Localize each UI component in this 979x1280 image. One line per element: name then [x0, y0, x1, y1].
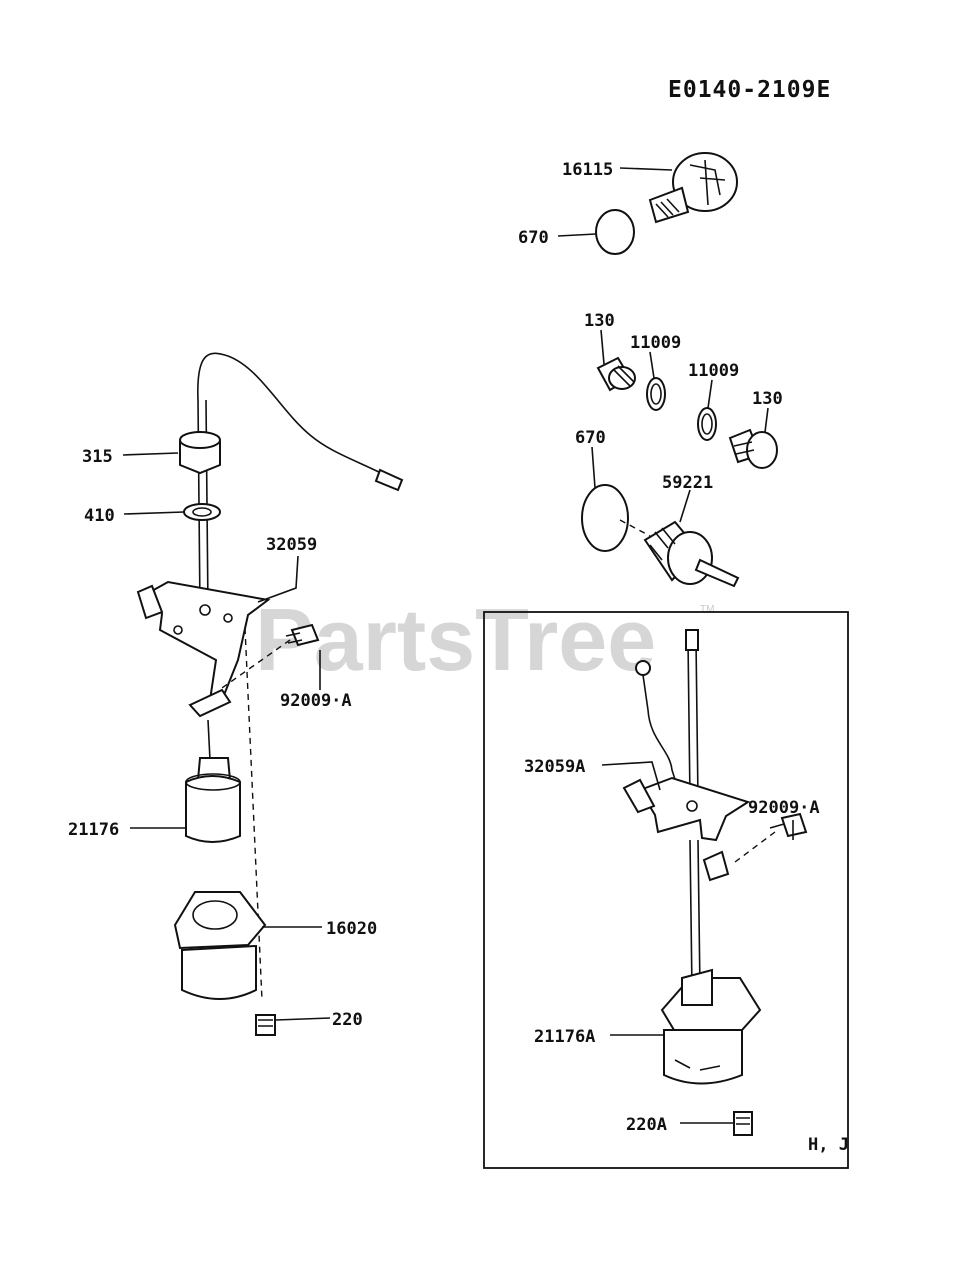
inset-sensor-rod: [635, 629, 699, 801]
callout-410: 410: [84, 506, 115, 526]
screw-220A-part[interactable]: [733, 1111, 753, 1136]
callout-16020: 16020: [326, 919, 377, 939]
callout-11009-right: 11009: [688, 361, 739, 381]
callout-670-mid: 670: [575, 428, 606, 448]
washer-410-part[interactable]: [183, 503, 221, 521]
assembly-line-59221: [619, 519, 651, 537]
nut-315-part[interactable]: [179, 430, 221, 475]
callout-220: 220: [332, 1010, 363, 1030]
watermark: PartsTree: [255, 590, 656, 689]
gasket-670-mid-part[interactable]: [581, 484, 629, 552]
screw-92009A-right-part[interactable]: [769, 812, 808, 838]
diagram-code: E0140-2109E: [668, 77, 831, 103]
leader-lines: [122, 167, 794, 1124]
switch-21176-part[interactable]: [185, 757, 241, 843]
callout-92009A-left: 92009·A: [280, 691, 352, 711]
drain-plug-130-right-part[interactable]: [728, 428, 778, 469]
sensor-wire: [197, 352, 386, 611]
switch-21176A-part[interactable]: [660, 968, 762, 1085]
callout-32059A: 32059A: [524, 757, 585, 777]
screw-220-part[interactable]: [255, 1014, 276, 1036]
bracket-32059A-part[interactable]: [622, 776, 751, 882]
callout-21176: 21176: [68, 820, 119, 840]
callout-59221: 59221: [662, 473, 713, 493]
callout-11009-left: 11009: [630, 333, 681, 353]
cover-16020-part[interactable]: [173, 891, 267, 1000]
callout-16115: 16115: [562, 160, 613, 180]
callout-315: 315: [82, 447, 113, 467]
drain-plug-130-left-part[interactable]: [596, 356, 636, 392]
wire-terminal: [374, 468, 404, 492]
watermark-trademark: TM: [700, 604, 714, 615]
callout-670-top: 670: [518, 228, 549, 248]
oil-filler-cap-part[interactable]: [648, 152, 738, 224]
callout-92009A-right: 92009·A: [748, 798, 820, 818]
oil-level-switch-59221-part[interactable]: [643, 520, 740, 588]
gasket-670-top-part[interactable]: [595, 209, 635, 255]
callout-32059: 32059: [266, 535, 317, 555]
callout-130-left: 130: [584, 311, 615, 331]
screw-92009A-left-part[interactable]: [285, 623, 320, 647]
bracket-32059-part[interactable]: [136, 580, 271, 718]
inset-note: H, J: [808, 1135, 849, 1155]
callout-130-right: 130: [752, 389, 783, 409]
inset-box: [483, 611, 849, 1169]
callout-21176A: 21176A: [534, 1027, 595, 1047]
washer-11009-left-part[interactable]: [646, 377, 666, 411]
callout-220A: 220A: [626, 1115, 667, 1135]
washer-11009-right-part[interactable]: [697, 407, 717, 441]
